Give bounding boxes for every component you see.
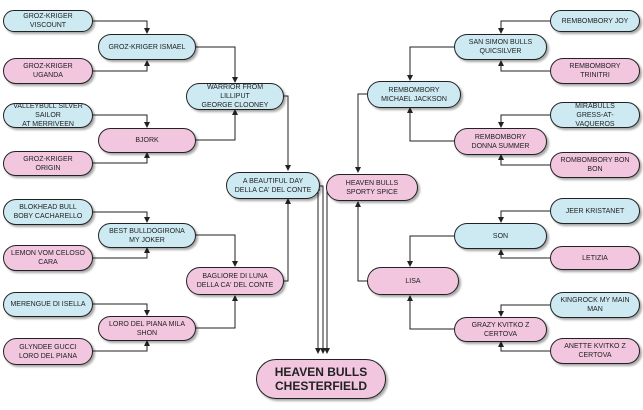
pedigree-node-sdd[interactable]: LORO DEL PIANA MILA SHON [98, 316, 196, 341]
pedigree-node-dsdd[interactable]: ROMBOMBORY BON BON [550, 152, 640, 178]
pedigree-node-dd[interactable]: LISA [367, 267, 459, 295]
pedigree-node-ssss[interactable]: GROZ-KRIGER VISCOUNT [3, 10, 93, 32]
pedigree-node-sdsd[interactable]: LEMON VOM CELOSO CARA [3, 245, 93, 271]
pedigree-node-dsd[interactable]: REMBOMBORY DONNA SUMMER [454, 128, 547, 155]
pedigree-node-dam[interactable]: HEAVEN BULLS SPORTY SPICE [326, 174, 418, 201]
pedigree-node-ds[interactable]: REMBOMBORY MICHAEL JACKSON [367, 81, 461, 108]
pedigree-node-ss[interactable]: WARRIOR FROM LILLIPUT GEORGE CLOONEY [186, 83, 284, 110]
pedigree-node-sdds[interactable]: MERENGUE DI ISELLA [3, 292, 93, 317]
pedigree-node-sdss[interactable]: BLOKHEAD BULL BOBY CACHARELLO [3, 199, 93, 225]
pedigree-node-sd[interactable]: BAGLIORE DI LUNA DELLA CA' DEL CONTE [186, 267, 284, 295]
pedigree-node-dds[interactable]: SON [454, 223, 547, 249]
pedigree-node-dssd[interactable]: REMBOMBORY TRINITRI [550, 58, 640, 84]
pedigree-node-ddds[interactable]: KINGROCK MY MAIN MAN [550, 292, 640, 318]
pedigree-node-dddd[interactable]: ANETTE KVITKO Z CERTOVA [550, 338, 640, 364]
pedigree-node-ssds[interactable]: VALLEYBULL SILVER SAILOR AT MERRIVEEN [3, 103, 93, 128]
pedigree-node-ddsd[interactable]: LETIZIA [550, 246, 640, 270]
pedigree-node-ddd[interactable]: GRAZY KVITKO Z CERTOVA [454, 317, 547, 342]
pedigree-node-sddd[interactable]: GLYNDEE GUCCI LORO DEL PIANA [3, 338, 93, 365]
pedigree-node-ssdd[interactable]: GROZ-KRIGER ORIGIN [3, 151, 93, 176]
pedigree-node-ddss[interactable]: JEER KRISTANET [550, 198, 640, 224]
pedigree-node-sds[interactable]: BEST BULLDOGIRONA MY JOKER [98, 223, 196, 248]
pedigree-node-ssd[interactable]: BJORK [98, 128, 196, 153]
pedigree-node-root[interactable]: HEAVEN BULLS CHESTERFIELD [256, 359, 386, 399]
pedigree-node-sss[interactable]: GROZ-KRIGER ISMAEL [98, 34, 196, 60]
pedigree-node-sire[interactable]: A BEAUTIFUL DAY DELLA CA' DEL CONTE [226, 172, 320, 199]
pedigree-node-sssd[interactable]: GROZ-KRIGER UGANDA [3, 58, 93, 84]
pedigree-node-dsds[interactable]: MIRABULLS GRESS-AT-VAQUEROS [550, 102, 640, 128]
pedigree-node-dsss[interactable]: REMBOMBORY JOY [550, 10, 640, 32]
pedigree-node-dss[interactable]: SAN SIMON BULLS QUICSILVER [454, 34, 547, 60]
